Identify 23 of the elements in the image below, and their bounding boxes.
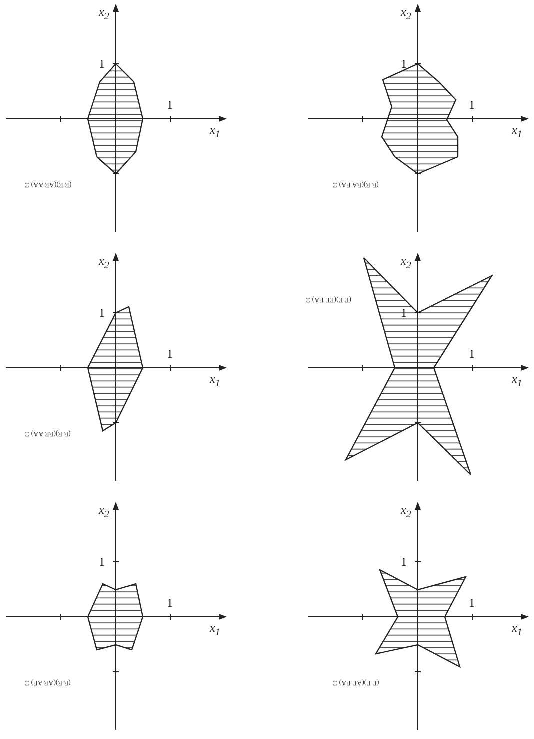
axis-label: x$_{2}$ (99, 255, 110, 272)
axis-label: x$_{2}$ (401, 6, 412, 24)
axis-label: x$_{2}$ (99, 6, 110, 24)
tick-label: 1 (469, 348, 475, 360)
axis-label: x$_{1}$ (512, 124, 522, 142)
axis-label: x$_{2}$ (99, 504, 110, 522)
tick-label: 1 (469, 99, 475, 111)
tick-label: 1 (167, 597, 173, 609)
tick-label: 1 (99, 307, 105, 319)
tick-label: 1 (99, 58, 105, 70)
axis-label: x$_{2}$ (401, 504, 412, 522)
tick-label: 1 (401, 58, 407, 70)
axis-label: x$_{1}$ (512, 622, 522, 640)
tick-label: 1 (401, 556, 407, 568)
tick-label: 1 (99, 556, 105, 568)
tick-label: 1 (167, 348, 173, 360)
tick-label: 1 (167, 99, 173, 111)
tick-label: 1 (469, 597, 475, 609)
axis-label: x$_{1}$ (512, 373, 522, 390)
axis-label: x$_{1}$ (210, 373, 220, 390)
axis-label: x$_{1}$ (210, 622, 220, 640)
axis-label: x$_{2}$ (401, 255, 412, 272)
axis-label: x$_{1}$ (210, 124, 220, 142)
